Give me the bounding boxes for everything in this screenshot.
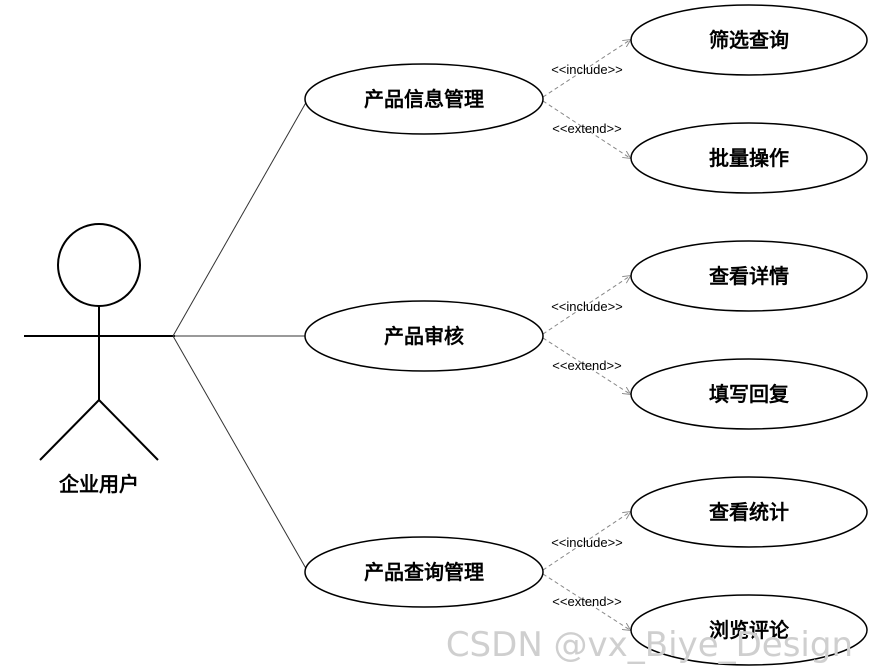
- use-case-label: 查看统计: [709, 500, 789, 524]
- association-product-info: [172, 98, 309, 337]
- actor-right-leg: [98, 399, 159, 461]
- association-product-query: [172, 335, 309, 573]
- extend-arrow-browse-comments: [542, 573, 630, 630]
- use-case-product-review: 产品审核: [304, 300, 544, 372]
- use-case-label: 产品查询管理: [364, 560, 484, 584]
- include-arrow-view-stats: [542, 512, 630, 571]
- use-case-product-info: 产品信息管理: [304, 63, 544, 135]
- actor-head: [57, 223, 141, 307]
- include-arrow-filter-query: [542, 40, 630, 98]
- actor-left-leg: [39, 399, 100, 461]
- use-case-label: 筛选查询: [709, 28, 789, 52]
- extend-label-2: <<extend>>: [552, 358, 621, 373]
- use-case-label: 批量操作: [709, 146, 789, 170]
- watermark: CSDN @vx_Biye_Design: [446, 625, 853, 665]
- use-case-view-stats: 查看统计: [630, 476, 868, 548]
- use-case-browse-comments: 浏览评论: [630, 594, 868, 666]
- actor-label: 企业用户: [58, 472, 139, 496]
- extend-arrow-fill-reply: [542, 337, 630, 394]
- extend-label-3: <<extend>>: [552, 594, 621, 609]
- extend-arrow-batch-ops: [542, 100, 630, 158]
- use-case-view-details: 查看详情: [630, 240, 868, 312]
- actor-enterprise-user: 企业用户: [24, 223, 175, 496]
- use-case-label: 产品信息管理: [364, 87, 484, 111]
- use-case-batch-ops: 批量操作: [630, 122, 868, 194]
- use-case-label: 产品审核: [384, 324, 464, 348]
- use-case-fill-reply: 填写回复: [630, 358, 868, 430]
- use-case-label: 浏览评论: [709, 618, 790, 642]
- include-label-2: <<include>>: [551, 299, 623, 314]
- include-label-3: <<include>>: [551, 535, 623, 550]
- use-case-filter-query: 筛选查询: [630, 4, 868, 76]
- use-case-label: 查看详情: [709, 264, 789, 288]
- include-label-1: <<include>>: [551, 62, 623, 77]
- extend-label-1: <<extend>>: [552, 121, 621, 136]
- include-arrow-view-details: [542, 276, 630, 335]
- use-case-label: 填写回复: [709, 382, 790, 406]
- use-case-product-query: 产品查询管理: [304, 536, 544, 608]
